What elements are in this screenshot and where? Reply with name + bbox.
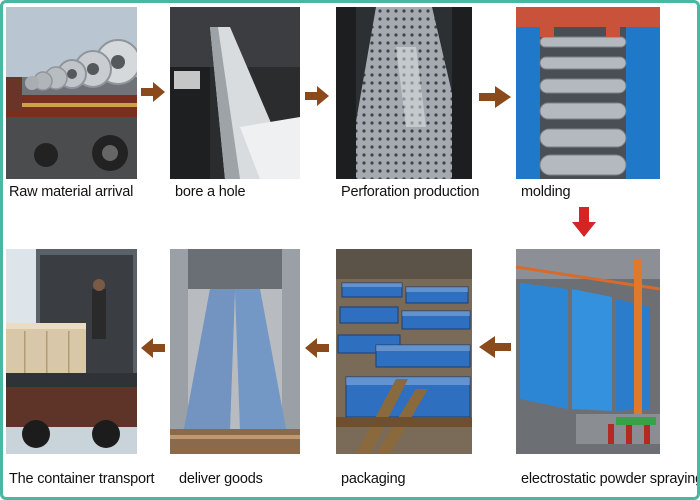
arrow-right-3 [477,83,513,111]
step-5-caption: electrostatic powder spraying [521,471,700,487]
arrow-down [571,205,597,239]
arrow-left-icon [305,338,329,358]
arrow-right-icon [479,86,511,108]
arrow-left-icon [141,338,165,358]
arrow-down-icon [572,207,596,237]
photo-packaging [336,249,472,454]
arrow-right-1 [139,79,167,105]
photo-raw-material-arrival [6,7,137,179]
photo-perforation-production [336,7,472,179]
arrow-right-2 [303,83,331,109]
arrow-left-3 [139,335,167,361]
step-6-caption: packaging [341,471,406,487]
photo-container-transport [6,249,137,454]
photo-deliver-goods [170,249,300,454]
photo-molding [516,7,660,179]
photo-electrostatic-powder-spraying [516,249,660,454]
step-1-caption: Raw material arrival [9,184,134,200]
step-2-caption: bore a hole [175,184,246,200]
step-4-caption: molding [521,184,571,200]
arrow-left-icon [479,336,511,358]
step-7-caption: deliver goods [179,471,263,487]
arrow-left-2 [303,335,331,361]
photo-bore-a-hole [170,7,300,179]
arrow-left-1 [477,333,513,361]
arrow-right-icon [141,82,165,102]
step-8-caption: The container transport [9,471,155,487]
arrow-right-icon [305,86,329,106]
step-3-caption: Perforation production [341,184,480,200]
